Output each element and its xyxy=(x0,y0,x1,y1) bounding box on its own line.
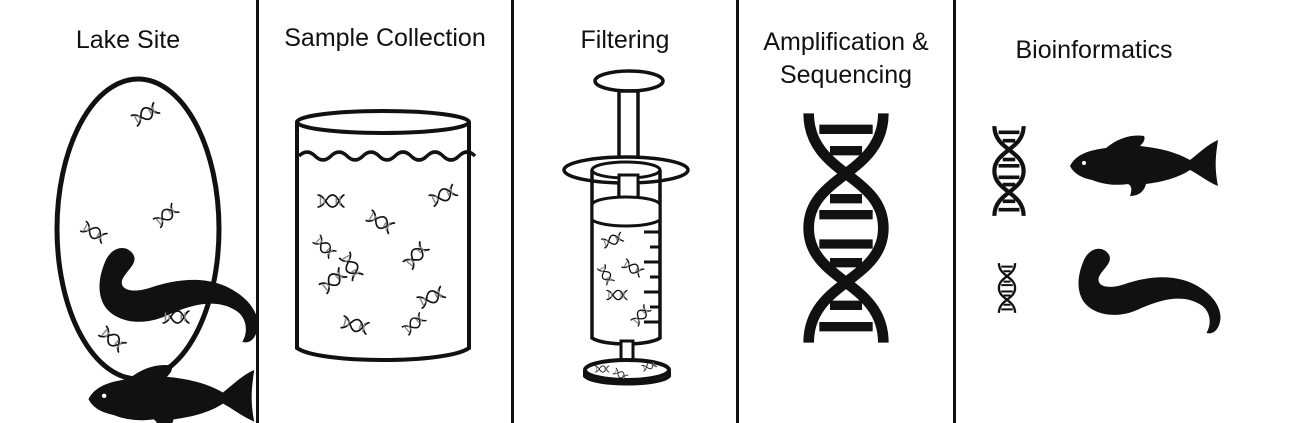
dna-helix-icon xyxy=(311,234,338,260)
filter-disc-icon xyxy=(583,358,671,382)
dna-helix-illustration xyxy=(739,0,953,423)
dna-helix-icon xyxy=(605,289,629,301)
panel-divider xyxy=(511,0,514,423)
dna-helix-icon xyxy=(129,101,162,128)
dna-helix-icon xyxy=(316,194,346,208)
panel-divider xyxy=(953,0,956,423)
panel-divider xyxy=(256,0,259,423)
dna-helix-icon xyxy=(161,310,191,324)
panel-title-sequencing: Sequencing xyxy=(779,61,913,89)
dna-helix-icon xyxy=(364,208,396,235)
eel-silhouette-icon xyxy=(99,248,257,342)
sample-jar-illustration xyxy=(295,109,477,362)
panel-title-lake-site: Lake Site xyxy=(75,26,181,54)
panel-lake-site: Lake Site xyxy=(0,0,256,423)
dna-helix-icon xyxy=(994,126,1023,216)
panel-title-amplification: Amplification & xyxy=(763,28,929,56)
syringe-filter-illustration xyxy=(562,69,690,386)
bioinformatics-illustration xyxy=(956,0,1221,334)
panel-title-sample-collection: Sample Collection xyxy=(284,24,486,52)
eel-silhouette-icon xyxy=(1078,248,1221,334)
fish-silhouette-icon xyxy=(1070,135,1218,196)
dna-helix-icon xyxy=(596,263,616,286)
dna-helix-icon xyxy=(339,314,371,336)
panel-bioinformatics: Bioinformatics xyxy=(956,0,1299,423)
dna-helix-icon xyxy=(152,202,181,229)
panel-divider xyxy=(736,0,739,423)
dna-helix-icon xyxy=(402,240,431,271)
dna-helix-icon xyxy=(79,220,109,245)
panel-sample-collection: Sample Collection xyxy=(259,0,511,423)
dna-helix-icon xyxy=(620,258,645,279)
panel-amplification-sequencing: Amplification & Sequencing xyxy=(739,0,953,423)
dna-helix-icon xyxy=(427,183,459,208)
lake-site-illustration xyxy=(54,76,257,423)
water-surface-icon xyxy=(297,150,477,162)
dna-helix-icon xyxy=(401,311,428,337)
dna-helix-icon xyxy=(317,266,349,295)
dna-helix-icon xyxy=(999,263,1015,313)
jar-rim-icon xyxy=(295,109,471,135)
panel-title-bioinformatics: Bioinformatics xyxy=(1015,36,1173,64)
panel-filtering: Filtering xyxy=(514,0,736,423)
dna-helix-icon xyxy=(600,231,625,249)
plunger-head-icon xyxy=(593,69,665,93)
panel-title-filtering: Filtering xyxy=(580,26,670,54)
dna-helix-icon xyxy=(809,113,884,342)
dna-helix-icon xyxy=(97,325,128,354)
dna-helix-icon xyxy=(415,285,447,310)
